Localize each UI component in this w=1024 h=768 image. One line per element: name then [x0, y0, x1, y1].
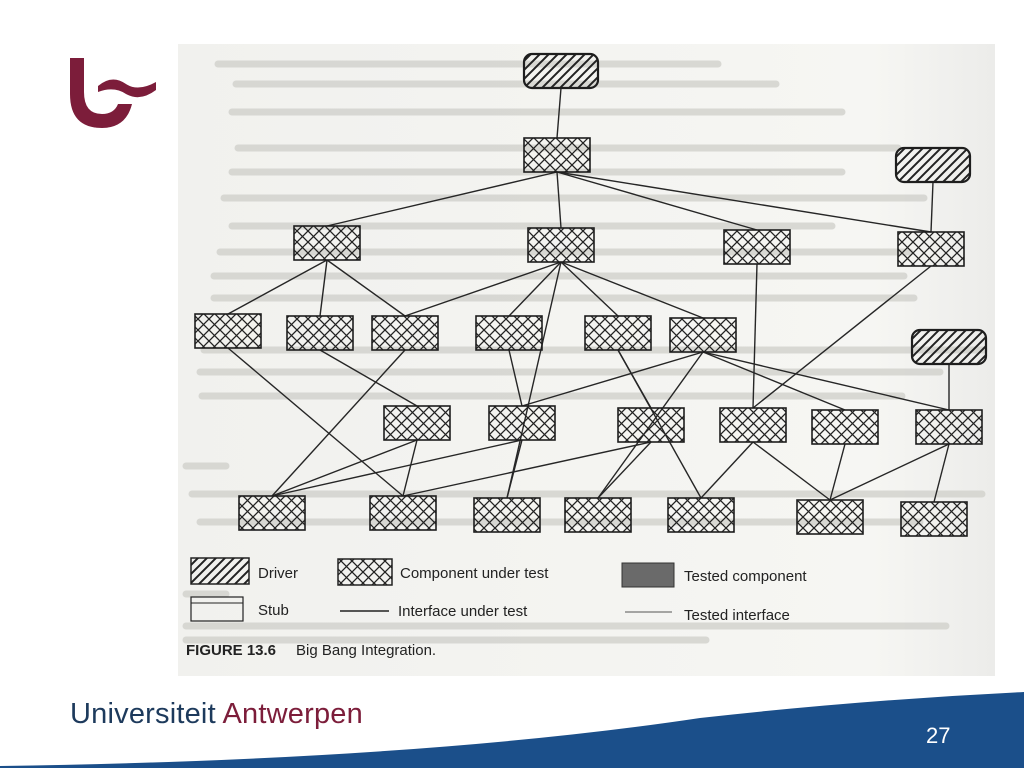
edge-d1-c0	[556, 87, 562, 139]
legend-driver-swatch	[190, 557, 250, 585]
footer-wave	[0, 692, 1024, 768]
edge-c0-a2	[556, 171, 562, 229]
legend-stub-label: Stub	[258, 602, 289, 619]
logo-u-shape	[70, 58, 132, 128]
edge-e4-f5	[700, 441, 754, 499]
component-box-c0	[523, 137, 591, 173]
edge-c0-a4	[556, 171, 932, 233]
figure-title: Big Bang Integration.	[296, 642, 436, 659]
edge-b3-f1	[271, 349, 406, 497]
component-box-b5	[584, 315, 652, 351]
footer-brand-primary: Universiteit	[70, 698, 216, 730]
component-box-e6	[915, 409, 983, 445]
legend-tested-component-swatch	[621, 562, 675, 588]
component-box-e3	[617, 407, 685, 443]
driver-box-d2	[894, 146, 972, 184]
component-box-e4	[719, 407, 787, 443]
component-box-b6	[669, 317, 737, 353]
component-box-f2	[369, 495, 437, 531]
component-box-b2	[286, 315, 354, 351]
edge-e6-f6	[829, 443, 950, 501]
edge-e1-f2	[402, 439, 418, 497]
edge-e1-f1	[271, 439, 418, 497]
legend-stub-swatch	[190, 596, 244, 622]
edge-a2-b3	[404, 261, 562, 317]
legend-tested-component-label: Tested component	[684, 568, 807, 585]
component-box-a3	[723, 229, 791, 265]
component-box-f4	[564, 497, 632, 533]
driver-box-d1	[522, 52, 600, 90]
footer-wave-shape	[0, 692, 1024, 768]
legend: Driver Component under test Tested compo…	[190, 557, 807, 624]
edge-a1-b1	[227, 259, 328, 315]
edge-a2-f3	[506, 261, 562, 499]
edge-c0-a3	[556, 171, 758, 231]
edge-e2-f3	[506, 439, 523, 499]
component-box-f7	[900, 501, 968, 537]
university-logo	[70, 58, 156, 128]
edge-b6-e5	[702, 351, 846, 411]
edge-b6-e2	[521, 351, 704, 407]
edge-b4-e2	[508, 349, 523, 407]
edge-d2-a4	[930, 181, 934, 233]
footer-brand-secondary: Antwerpen	[222, 698, 363, 730]
component-box-a1	[293, 225, 361, 261]
edge-a2-b4	[508, 261, 562, 317]
edge-b1-f2	[227, 347, 404, 497]
component-box-e1	[383, 405, 451, 441]
component-box-e5	[811, 409, 879, 445]
component-box-b1	[194, 313, 262, 349]
edge-a1-b3	[326, 259, 406, 317]
legend-tested-interface-label: Tested interface	[684, 607, 790, 624]
diagram-edges	[227, 87, 950, 503]
component-box-e2	[488, 405, 556, 441]
page-number: 27	[926, 723, 951, 748]
scanned-figure: Driver Component under test Tested compo…	[178, 44, 995, 676]
legend-component-label: Component under test	[400, 565, 549, 582]
component-box-f1	[238, 495, 306, 531]
edge-e3-f2	[402, 441, 652, 497]
edge-e5-f6	[829, 443, 846, 501]
figure-caption: FIGURE 13.6 Big Bang Integration.	[186, 642, 436, 659]
legend-driver-label: Driver	[258, 565, 298, 582]
edge-e3-f4	[597, 441, 652, 499]
edge-a1-b2	[319, 259, 328, 317]
edge-a2-b5	[560, 261, 619, 317]
edge-b6-e6	[702, 351, 950, 411]
component-box-f5	[667, 497, 735, 533]
edge-b2-e1	[319, 349, 418, 407]
component-box-b4	[475, 315, 543, 351]
component-box-b3	[371, 315, 439, 351]
component-box-a2	[527, 227, 595, 263]
component-box-a4	[897, 231, 965, 267]
edge-a2-b6	[560, 261, 704, 319]
edge-e4-f6	[752, 441, 831, 501]
diagram-nodes	[194, 52, 988, 537]
driver-box-d3	[910, 328, 988, 366]
legend-component-swatch	[337, 558, 393, 586]
component-box-f3	[473, 497, 541, 533]
edge-c0-a1	[326, 171, 558, 227]
edge-e6-f7	[933, 443, 950, 503]
legend-interface-label: Interface under test	[398, 603, 528, 620]
footer-brand: Universiteit Antwerpen	[70, 698, 363, 731]
edge-e2-f1	[271, 439, 523, 497]
figure-number: FIGURE 13.6	[186, 642, 276, 659]
edge-a3-e4	[752, 263, 758, 409]
component-box-f6	[796, 499, 864, 535]
logo-wave-shape	[98, 79, 156, 98]
